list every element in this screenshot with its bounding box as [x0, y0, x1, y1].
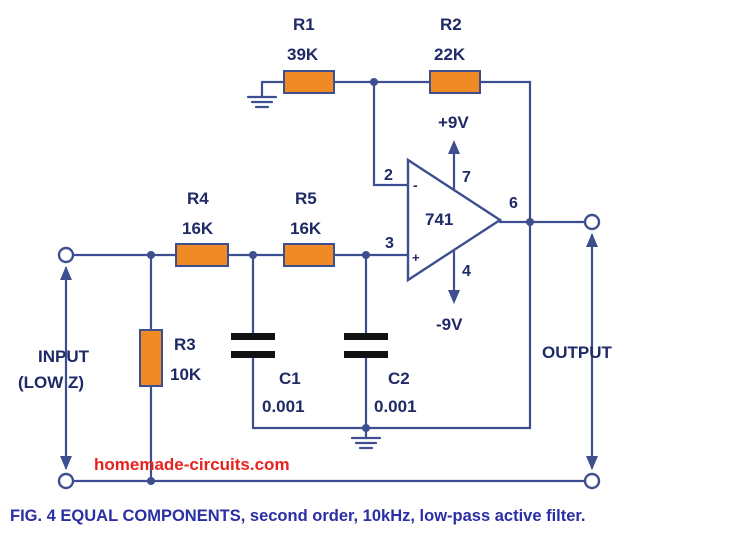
pin-6-label: 6: [509, 195, 518, 212]
junction-c2: [362, 251, 370, 259]
opamp-minus-sign: -: [413, 177, 418, 193]
arrows: [60, 140, 598, 470]
input-terminal-top: [57, 246, 75, 264]
pin-3-label: 3: [385, 235, 394, 252]
input-arrow-down-icon: [60, 456, 72, 470]
resistor-r3: [139, 329, 163, 387]
wiring: [64, 80, 594, 483]
junction-output: [526, 218, 534, 226]
input-label: INPUT: [38, 347, 90, 366]
pin-4-label: 4: [462, 263, 471, 280]
input-arrow-up-icon: [60, 266, 72, 280]
r2-value: 22K: [434, 45, 466, 64]
wire-node-pin2: [372, 80, 410, 187]
capacitor-c2: [344, 333, 388, 358]
supply-negative: -9V: [436, 315, 463, 334]
figure-caption: FIG. 4 EQUAL COMPONENTS, second order, 1…: [10, 507, 586, 525]
wire-r2-right: [478, 80, 532, 224]
r4-name: R4: [187, 189, 209, 208]
ground-bottom-icon: [350, 436, 382, 450]
resistor-r1: [283, 70, 335, 94]
junction-r3-ground: [147, 477, 155, 485]
r2-name: R2: [440, 15, 462, 34]
input-terminal-bottom: [57, 472, 75, 490]
junction-c1: [249, 251, 257, 259]
junction-input-r3: [147, 251, 155, 259]
opamp-741: [406, 157, 503, 283]
c2-name: C2: [388, 369, 410, 388]
supply-positive: +9V: [438, 113, 469, 132]
c1-name: C1: [279, 369, 301, 388]
terminals: [57, 213, 601, 490]
r1-name: R1: [293, 15, 315, 34]
output-arrow-up-icon: [586, 233, 598, 247]
opamp-plus-sign: +: [412, 250, 420, 265]
c2-value: 0.001: [374, 397, 417, 416]
capacitor-c1: [231, 333, 275, 358]
output-arrow-down-icon: [586, 456, 598, 470]
pin-7-label: 7: [462, 169, 471, 186]
watermark: homemade-circuits.com: [94, 455, 290, 474]
wire-output-down: [251, 220, 532, 430]
r3-name: R3: [174, 335, 196, 354]
vplus-arrow-icon: [448, 140, 460, 154]
resistor-r4: [175, 243, 229, 267]
junction-r1-r2: [370, 78, 378, 86]
junction-c2-ground: [362, 424, 370, 432]
r1-value: 39K: [287, 45, 319, 64]
c1-value: 0.001: [262, 397, 305, 416]
r4-value: 16K: [182, 219, 214, 238]
ground-top-icon: [246, 95, 278, 109]
r5-name: R5: [295, 189, 317, 208]
r3-value: 10K: [170, 365, 202, 384]
pin-2-label: 2: [384, 167, 393, 184]
output-terminal-top: [583, 213, 601, 231]
output-terminal-bottom: [583, 472, 601, 490]
input-impedance-label: (LOW Z): [18, 373, 84, 392]
resistor-r2: [429, 70, 481, 94]
output-label: OUTPUT: [542, 343, 613, 362]
opamp-label: 741: [425, 210, 453, 229]
junctions: [147, 78, 534, 485]
r5-value: 16K: [290, 219, 322, 238]
vminus-arrow-icon: [448, 290, 460, 304]
resistor-r5: [283, 243, 335, 267]
